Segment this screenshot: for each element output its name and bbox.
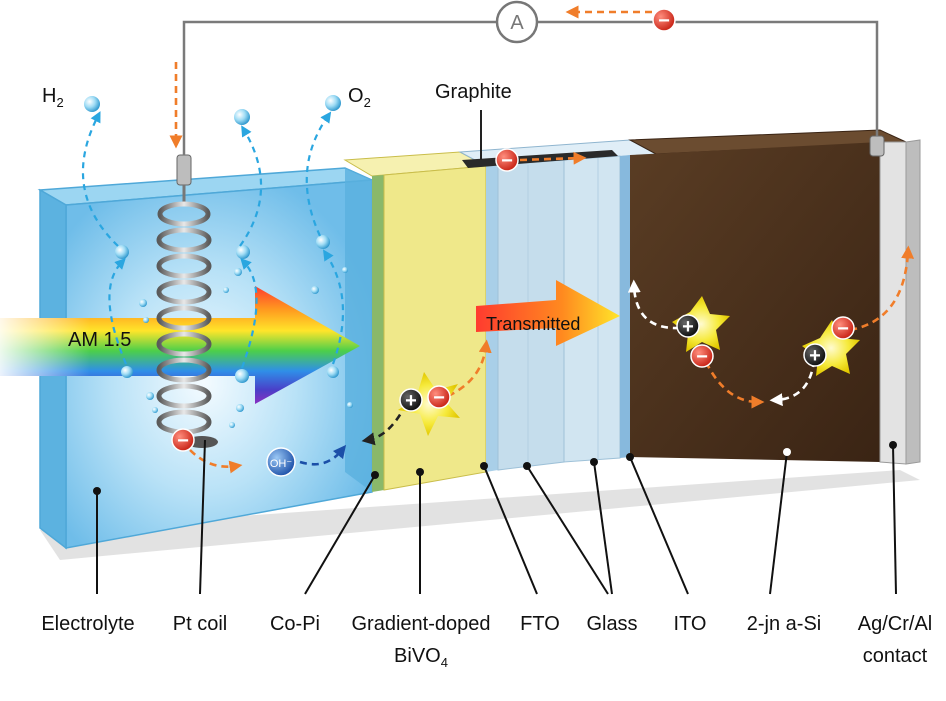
bubble-arrow-low-left [108,258,128,365]
ammeter [495,0,539,44]
am15-label: AM 1.5 [68,329,131,351]
oh-arrow [299,444,347,466]
h2-label: H2 [42,85,64,110]
electron-pt-coil: − [171,428,195,452]
copi-layer [372,175,384,492]
label-pt-coil: Pt coil [173,613,227,635]
label-ito: ITO [674,613,707,635]
bubble-arrow-low-right [322,249,345,365]
h2-rising-arrow [81,111,119,247]
ammeter-label: A [510,12,524,34]
label-electrolyte: Electrolyte [41,613,134,635]
leader-dots [93,441,897,495]
label-asi: 2-jn a-Si [747,613,821,635]
label-copi: Co-Pi [270,613,320,635]
svg-text:−: − [501,150,513,172]
svg-text:−: − [837,318,849,340]
svg-text:OH⁻: OH⁻ [270,458,293,470]
transmitted-beam [476,280,620,346]
svg-text:−: − [433,387,445,409]
bubble-arrow-mid [239,125,263,247]
leader-lines [96,439,897,595]
am15-light-beam [0,286,360,404]
electron-asi-left: − [690,344,714,368]
svg-text:+: + [405,390,417,412]
gas-bubbles [84,95,353,428]
svg-text:+: + [682,316,694,338]
o2-rising-arrow [305,111,332,237]
hole-bivo4: + [399,388,423,412]
label-gradient-doped: Gradient-doped [352,613,491,635]
bubble-arrow-low-mid [240,257,258,369]
floor-shadow [40,470,920,560]
hydroxide-ion: OH⁻ [266,447,296,477]
label-contact-1: Ag/Cr/Al [858,613,932,635]
electron-wire: − [652,8,676,32]
electron-bivo4: − [427,385,451,409]
svg-text:−: − [177,430,189,452]
electron-contact-arrow [849,245,915,332]
asi-block [628,129,907,462]
label-glass: Glass [586,613,637,635]
transmitted-label: Transmitted [486,314,580,334]
graphite-label: Graphite [435,81,512,103]
svg-text:−: − [658,10,670,32]
svg-text:+: + [809,345,821,367]
excitation-star-asi-right [802,320,860,376]
electron-coil-arrow [189,449,243,474]
electron-bivo4-arrow [447,339,492,398]
electron-graphite: − [495,148,519,172]
hole-asi-right: + [803,343,827,367]
hole-asi-left-arrow [627,279,681,330]
label-contact-2: contact [863,645,928,667]
asi-leader-dot [783,448,791,456]
o2-label: O2 [348,85,371,110]
label-fto: FTO [520,613,560,635]
svg-text:−: − [696,346,708,368]
label-bivo4: BiVO4 [394,645,448,670]
external-circuit-wire [182,20,879,155]
electron-graphite-arrow [519,151,587,165]
hole-asi-right-arrow [769,359,816,407]
pt-coil [156,154,218,448]
excitation-star-asi-left [672,296,730,352]
hole-asi-left: + [676,314,700,338]
electron-asi-arrow [704,361,765,409]
metal-contact [869,135,921,465]
electron-asi-right: − [831,316,855,340]
